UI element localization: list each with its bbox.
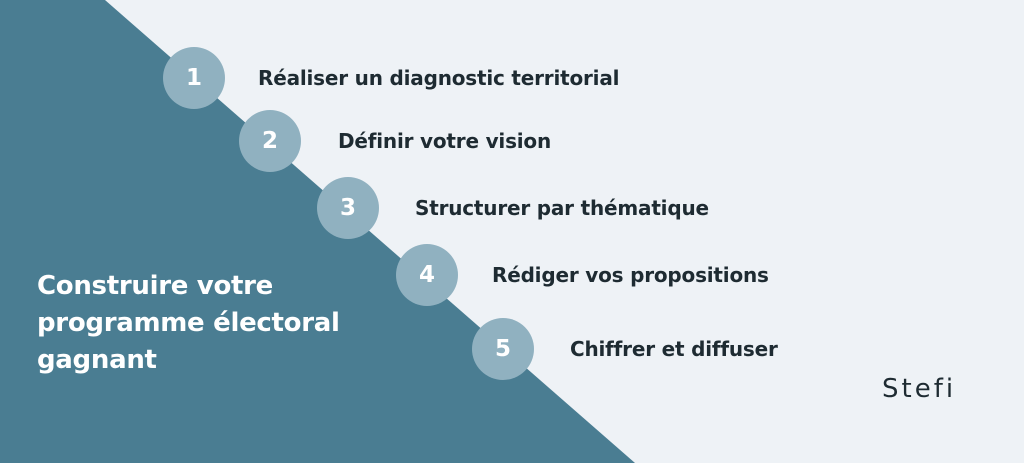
step-5-number: 5 [472, 318, 534, 380]
step-2-number: 2 [239, 110, 301, 172]
page-title: Construire votre programme électoral gag… [37, 271, 340, 375]
step-2-label: Définir votre vision [338, 129, 552, 153]
step-1-label: Réaliser un diagnostic territorial [258, 66, 620, 90]
step-1-number: 1 [163, 47, 225, 109]
step-5-label: Chiffrer et diffuser [570, 337, 778, 361]
step-3-label: Structurer par thématique [415, 196, 709, 220]
step-3-number: 3 [317, 177, 379, 239]
step-4-number: 4 [396, 244, 458, 306]
step-4-label: Rédiger vos propositions [492, 263, 769, 287]
stefi-logo: Stefi [882, 374, 957, 404]
